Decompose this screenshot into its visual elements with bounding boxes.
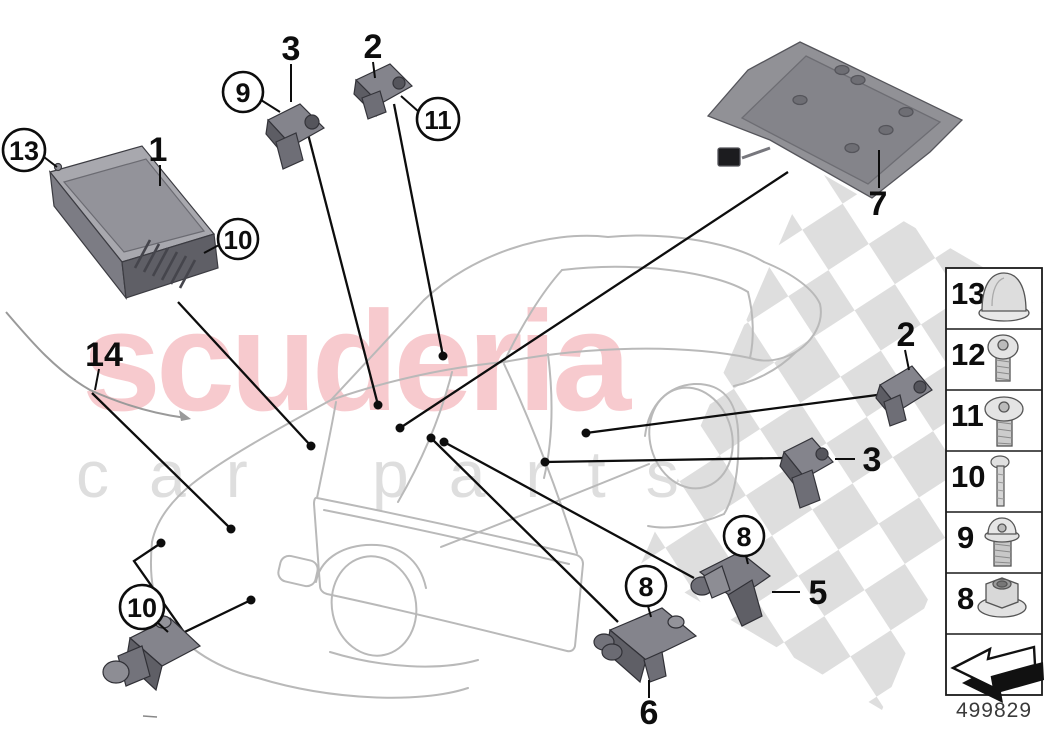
circled-callouts: 13 9 10 11 10 8 8 <box>1 70 766 633</box>
circled-callout-11: 11 <box>424 105 452 135</box>
callout-3-side: 3 <box>863 441 882 479</box>
callout-7: 7 <box>869 185 888 223</box>
hardware-legend-table: 13 12 11 10 9 8 <box>945 267 1044 703</box>
callout-2-top: 2 <box>364 28 383 66</box>
circled-callout-10-top: 10 <box>224 225 253 255</box>
callout-3-top: 3 <box>282 30 301 68</box>
sensor-bracket-5-drawing <box>690 551 772 627</box>
flange-nut-icon <box>977 577 1027 618</box>
legend-ref-9: 9 <box>957 520 974 555</box>
crash-sensor-3-side-drawing <box>779 437 834 509</box>
legend-ref-13: 13 <box>951 276 985 311</box>
legend-ref-10: 10 <box>951 459 985 494</box>
callout-14: 14 <box>85 336 123 374</box>
circled-callout-8-pillar: 8 <box>736 522 751 552</box>
circled-callout-13: 13 <box>9 136 39 166</box>
crash-sensor-2-top-drawing <box>353 63 413 120</box>
wiring-lead-part14 <box>5 311 191 421</box>
circled-callout-10-front: 10 <box>127 593 157 623</box>
leader-dots <box>156 351 591 605</box>
circled-callout-8-door: 8 <box>638 572 653 602</box>
legend-ref-12: 12 <box>951 337 985 372</box>
drawing-number: 499829 <box>956 699 1032 722</box>
legend-ref-8: 8 <box>957 581 974 616</box>
legend-ref-11: 11 <box>951 398 984 433</box>
pan-head-screw-icon <box>987 334 1019 382</box>
crash-sensor-6-drawing <box>593 607 698 684</box>
airbag-ecu-drawing <box>48 145 219 301</box>
crash-sensor-2-side-drawing <box>875 365 933 427</box>
callout-1: 1 <box>149 131 168 169</box>
plain-callouts: 1 3 2 7 14 2 3 5 6 <box>85 28 915 732</box>
callout-2-side: 2 <box>897 316 916 354</box>
front-impact-sensor-drawing <box>102 615 202 692</box>
control-module-plate-drawing <box>706 41 964 199</box>
callout-5: 5 <box>809 574 828 612</box>
circled-callout-9: 9 <box>235 78 250 108</box>
cap-nut-icon <box>978 272 1030 322</box>
watermark-primary: scuderia <box>82 282 632 441</box>
flange-screw-icon <box>984 517 1020 567</box>
long-bolt-icon <box>990 455 1010 507</box>
callout-6: 6 <box>640 694 659 732</box>
leader-lines <box>91 103 878 646</box>
pan-head-screw-large-icon <box>984 396 1024 447</box>
crash-sensor-3-top-drawing <box>265 103 325 170</box>
direction-arrow-icon <box>950 645 1044 703</box>
stray-mark <box>142 715 158 718</box>
